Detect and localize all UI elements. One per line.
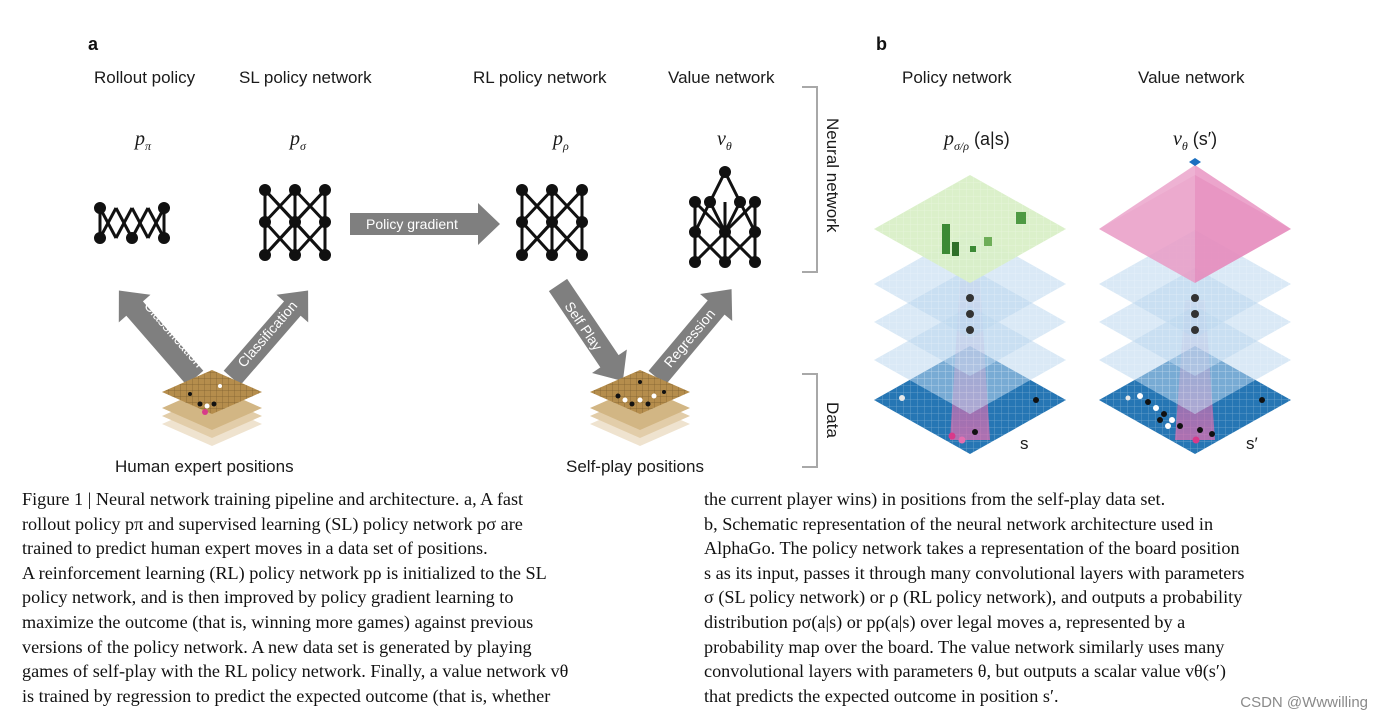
caption-line: probability map over the board. The valu… bbox=[704, 636, 1225, 657]
self-play-arrow bbox=[548, 278, 627, 382]
human-expert-label: Human expert positions bbox=[115, 457, 294, 476]
panel-b-label: b bbox=[876, 34, 887, 54]
caption-line: is trained by regression to predict the … bbox=[22, 685, 551, 706]
caption-line: rollout policy pπ and supervised learnin… bbox=[22, 513, 523, 534]
value-network-icon bbox=[689, 166, 761, 268]
caption-line: maximize the outcome (that is, winning m… bbox=[22, 611, 534, 632]
caption-line: versions of the policy network. A new da… bbox=[22, 636, 532, 657]
classification-right-arrow bbox=[223, 290, 309, 386]
caption-line: trained to predict human expert moves in… bbox=[22, 538, 488, 559]
rl-network-icon bbox=[516, 184, 588, 261]
sl-policy-title: SL policy network bbox=[239, 68, 372, 87]
caption-line: b, Schematic representation of the neura… bbox=[704, 513, 1214, 534]
policy-gradient-label: Policy gradient bbox=[366, 216, 458, 232]
figure-graphics bbox=[94, 86, 1291, 468]
neural-network-bracket bbox=[802, 86, 818, 273]
data-bracket bbox=[802, 373, 818, 468]
symbol-p-pi: pπ bbox=[135, 128, 152, 153]
classification-left-arrow bbox=[118, 290, 204, 386]
self-play-positions-label: Self-play positions bbox=[566, 457, 704, 476]
caption-line: the current player wins) in positions fr… bbox=[704, 489, 1166, 509]
caption-line: s as its input, passes it through many c… bbox=[704, 562, 1245, 583]
sl-network-icon bbox=[259, 184, 331, 261]
caption-line: that predicts the expected outcome in po… bbox=[704, 685, 1059, 706]
panel-a-label: a bbox=[88, 34, 99, 54]
caption-line: A reinforcement learning (RL) policy net… bbox=[22, 562, 547, 583]
caption-line: policy network, and is then improved by … bbox=[22, 587, 514, 608]
caption-left-column: Figure 1 | Neural network training pipel… bbox=[22, 487, 568, 708]
caption-line: distribution pσ(a|s) or pρ(a|s) over leg… bbox=[704, 611, 1186, 632]
neural-network-side-label: Neural network bbox=[823, 118, 842, 233]
value-network-b-title: Value network bbox=[1138, 68, 1245, 87]
data-side-label: Data bbox=[823, 402, 842, 438]
symbol-p-sigma-rho: pσ/ρ (a|s) bbox=[944, 128, 1010, 153]
symbol-s-prime: s′ bbox=[1246, 434, 1258, 453]
rollout-policy-title: Rollout policy bbox=[94, 68, 196, 87]
symbol-v-theta: vθ bbox=[717, 128, 732, 153]
selfplay-board-stack bbox=[590, 370, 690, 446]
caption-line: games of self-play with the RL policy ne… bbox=[22, 661, 569, 682]
rollout-network-icon bbox=[94, 202, 170, 244]
value-network-stack bbox=[1099, 158, 1291, 454]
symbol-s: s bbox=[1020, 434, 1029, 453]
caption-right-column: the current player wins) in positions fr… bbox=[704, 487, 1244, 708]
symbol-p-rho: pρ bbox=[553, 128, 569, 153]
caption-line: AlphaGo. The policy network takes a repr… bbox=[704, 538, 1240, 559]
policy-gradient-arrow bbox=[350, 203, 500, 245]
regression-arrow bbox=[648, 289, 733, 386]
policy-network-b-title: Policy network bbox=[902, 68, 1012, 87]
policy-network-stack bbox=[874, 175, 1066, 454]
caption-line: convolutional layers with parameters θ, … bbox=[704, 661, 1226, 682]
csdn-watermark: CSDN @Wwwilling bbox=[1240, 694, 1368, 711]
symbol-p-sigma: pσ bbox=[290, 128, 306, 153]
value-network-title: Value network bbox=[668, 68, 775, 87]
human-board-stack bbox=[162, 370, 262, 446]
rl-policy-title: RL policy network bbox=[473, 68, 607, 87]
symbol-v-theta-s-prime: vθ (s′) bbox=[1173, 128, 1218, 153]
caption-line: σ (SL policy network) or ρ (RL policy ne… bbox=[704, 587, 1243, 608]
caption-line: Figure 1 | Neural network training pipel… bbox=[22, 489, 524, 509]
